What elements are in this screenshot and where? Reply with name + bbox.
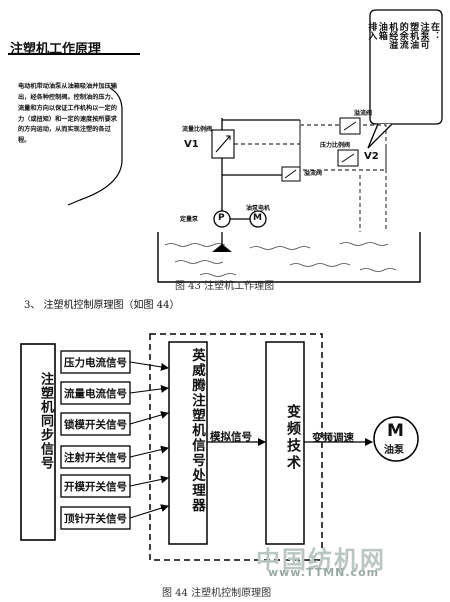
callout-box xyxy=(369,9,443,125)
label-pump: 定量泵 xyxy=(180,216,199,223)
text-bracket xyxy=(67,87,123,206)
signal-mold-lock: 锁模开关信号 xyxy=(64,419,127,431)
callout-col: 排入 xyxy=(366,22,377,40)
motor-m-label: M xyxy=(387,421,404,441)
fig43-caption: 图 43 注塑机工作理图 xyxy=(175,281,275,292)
label-relief-valve: 溢流阀 xyxy=(354,110,373,117)
section-title: 注塑机工作原理 xyxy=(10,42,102,57)
callout-tail xyxy=(367,123,393,149)
vfd-label: 变频技术 xyxy=(285,404,301,472)
motor-symbol xyxy=(249,210,267,228)
watermark-cn: 中国纺机网 xyxy=(256,546,386,574)
sync-signal-label: 注塑机同步信号 xyxy=(38,372,53,470)
callout-col: 在： xyxy=(429,22,439,40)
callout-col: 的余流 xyxy=(397,22,408,49)
signal-mold-open: 开模开关信号 xyxy=(64,481,127,493)
signal-ejector: 顶针开关信号 xyxy=(64,513,127,525)
speed-control-label: 变频调速 xyxy=(312,432,354,444)
strainer xyxy=(212,244,232,252)
oil-waves xyxy=(164,242,397,277)
label-v1: V1 xyxy=(184,139,199,150)
signal-arrows xyxy=(129,361,169,519)
signal-pressure-current: 压力电流信号 xyxy=(64,357,127,369)
analog-signal-label: 模拟信号 xyxy=(210,431,252,443)
pump-p-letter: P xyxy=(218,213,225,223)
callout-col: 油箱 xyxy=(376,22,387,40)
label-flow-valve: 流量比例阀 xyxy=(182,126,213,133)
label-relief-valve-2: 溢流阀 xyxy=(304,170,323,177)
signal-boxes xyxy=(60,350,131,530)
callout-col: 机经溢 xyxy=(387,22,398,49)
processor-label: 英威腾注塑机信号处理器 xyxy=(189,348,205,513)
oil-tank xyxy=(157,232,421,283)
signal-injection: 注射开关信号 xyxy=(64,452,127,464)
fig44-caption: 图 44 注塑机控制原理图 xyxy=(162,588,272,599)
callout-text: 在： 注泵可 塑机油 的余流 机经溢 油箱 排入 xyxy=(366,22,439,118)
motor-m-letter: M xyxy=(253,213,262,223)
signal-flow-current: 流量电流信号 xyxy=(64,388,127,400)
label-motor: 油泵电机 xyxy=(246,205,271,212)
motor-pump-label: 油泵 xyxy=(384,445,404,456)
callout-col: 塑机油 xyxy=(408,22,419,49)
callout-col: 注泵可 xyxy=(418,22,429,49)
watermark-url: www.TTMN.com xyxy=(268,566,380,579)
section3-heading: 3、 注塑机控制原理图（如图 44） xyxy=(24,300,180,311)
fig43-diagram xyxy=(8,9,443,283)
description-text: 电动机带动油泵从油箱吸油并加压输出，经各种控制阀。控制油的压力、流量和方向以保证… xyxy=(18,83,117,145)
label-v2: V2 xyxy=(364,151,379,162)
label-pressure-valve: 压力比例阀 xyxy=(320,142,351,149)
